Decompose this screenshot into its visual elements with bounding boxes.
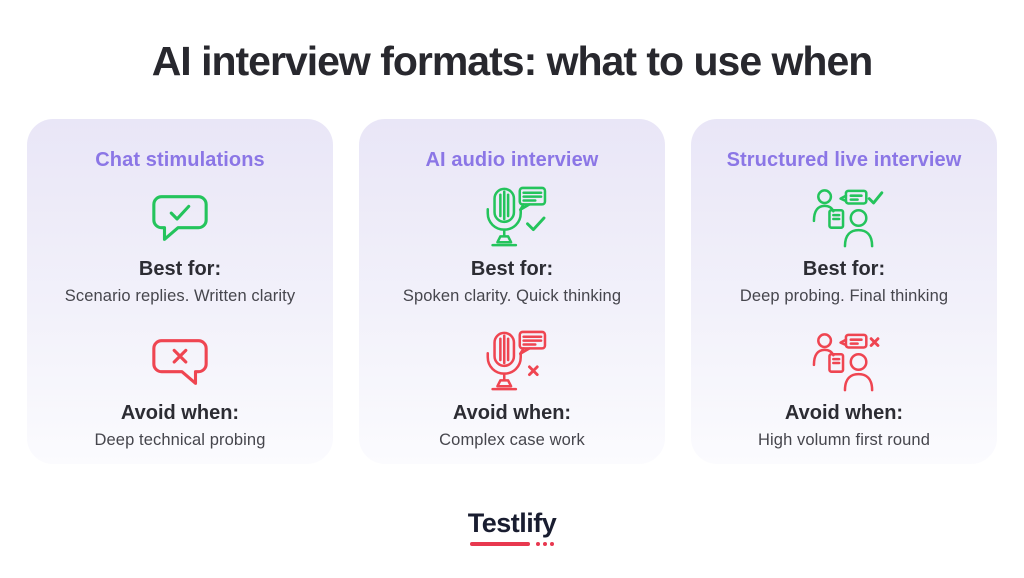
- format-cards: Chat stimulations Best for: Scenario rep…: [0, 119, 1024, 464]
- footer: Testlify: [0, 508, 1024, 546]
- best-for-text: Spoken clarity. Quick thinking: [402, 287, 622, 305]
- microphone-chat-check-icon: [486, 186, 547, 247]
- card-chat-stimulations: Chat stimulations Best for: Scenario rep…: [27, 119, 333, 464]
- card-title: Structured live interview: [726, 149, 962, 171]
- best-for-label: Best for:: [470, 258, 554, 280]
- best-icon-slot: [149, 186, 211, 250]
- avoid-when-text: High volumn first round: [758, 431, 930, 449]
- best-for-text: Deep probing. Final thinking: [739, 287, 949, 305]
- logo-red-dot: [550, 542, 555, 546]
- best-for-text: Scenario replies. Written clarity: [64, 287, 296, 305]
- avoid-when-label: Avoid when:: [452, 402, 572, 424]
- card-ai-audio-interview: AI audio interview Best for: Spoken clar…: [359, 119, 665, 464]
- logo-red-bar: [469, 542, 531, 546]
- interviewer-candidate-check-icon: [812, 189, 884, 248]
- avoid-icon-slot: [474, 330, 550, 394]
- avoid-when-label: Avoid when:: [120, 402, 240, 424]
- card-title: Chat stimulations: [95, 149, 265, 171]
- avoid-icon-slot: [149, 330, 211, 394]
- avoid-when-text: Complex case work: [439, 431, 585, 449]
- page-title: AI interview formats: what to use when: [151, 38, 874, 84]
- best-for-label: Best for:: [138, 258, 222, 280]
- best-icon-slot: [474, 186, 550, 250]
- card-structured-live-interview: Structured live interview Best for: Deep…: [691, 119, 997, 464]
- chat-bubble-check-icon: [152, 195, 208, 241]
- avoid-when-text: Deep technical probing: [94, 431, 266, 449]
- chat-bubble-x-icon: [152, 339, 208, 385]
- testlify-logo-text: Testlify: [467, 508, 557, 538]
- microphone-chat-x-icon: [486, 330, 547, 391]
- avoid-when-label: Avoid when:: [784, 402, 904, 424]
- interviewer-candidate-x-icon: [812, 333, 880, 392]
- logo-red-dot: [536, 542, 541, 546]
- best-for-label: Best for:: [802, 258, 886, 280]
- logo-red-dot: [543, 542, 548, 546]
- card-title: AI audio interview: [425, 149, 599, 171]
- testlify-logo-underline: [468, 542, 557, 546]
- best-icon-slot: [803, 186, 885, 250]
- testlify-logo: Testlify: [468, 508, 557, 546]
- avoid-icon-slot: [803, 330, 885, 394]
